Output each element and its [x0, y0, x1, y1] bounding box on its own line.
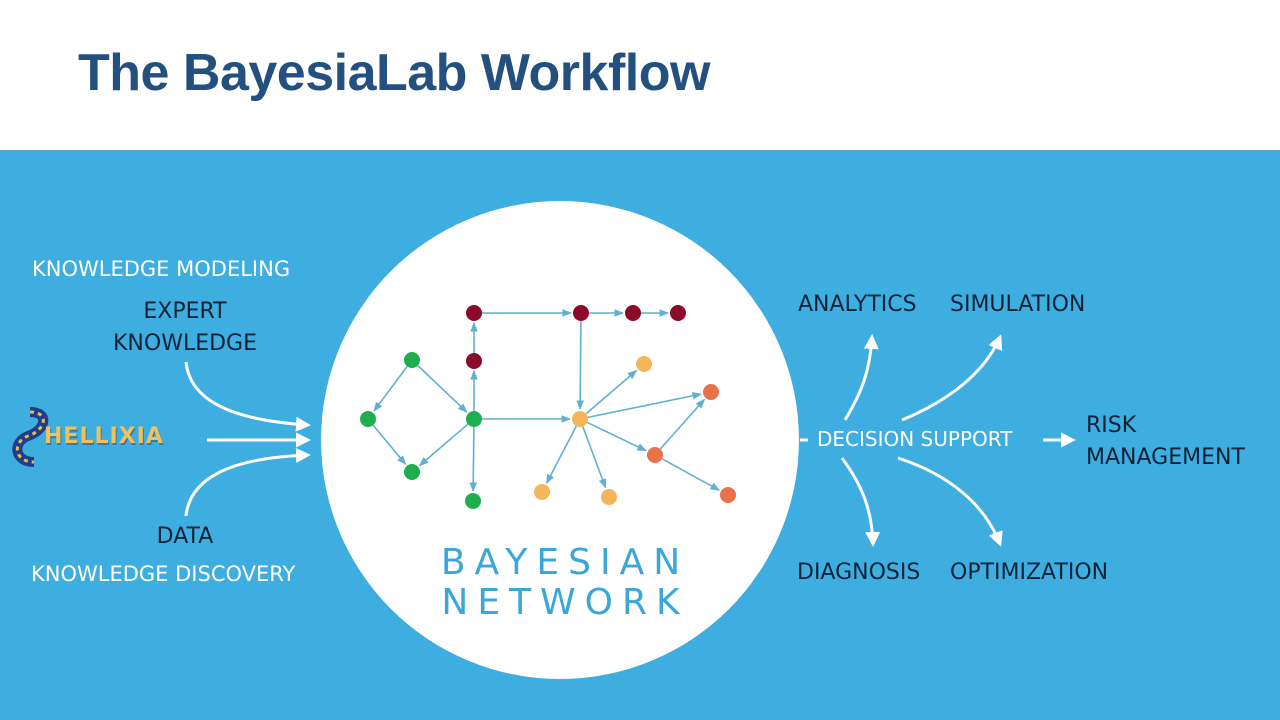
expert-knowledge-label: EXPERT KNOWLEDGE — [100, 296, 270, 360]
analytics-arrow — [843, 334, 879, 421]
network-edge-o2-o3 — [661, 458, 721, 491]
expert-knowledge-arrow — [184, 361, 311, 432]
simulation-label: SIMULATION — [950, 292, 1086, 317]
data-label: DATA — [156, 524, 214, 549]
risk-line-1: RISK — [1086, 413, 1137, 438]
bayesian-network-title: BAYESIAN NETWORK — [400, 543, 730, 623]
network-edge-g4-g3 — [418, 423, 469, 467]
network-node-g3 — [404, 464, 420, 480]
network-node-y1 — [572, 411, 588, 427]
network-node-g1 — [404, 352, 420, 368]
expert-line-2: KNOWLEDGE — [113, 331, 257, 356]
network-node-g4 — [466, 411, 482, 427]
network-node-o2 — [647, 447, 663, 463]
network-edge-y1-y3 — [545, 425, 578, 484]
knowledge-modeling-heading: KNOWLEDGE MODELING — [32, 257, 291, 281]
slide-header: The BayesiaLab Workflow — [0, 0, 1280, 150]
data-arrow — [184, 447, 311, 517]
knowledge-discovery-heading: KNOWLEDGE DISCOVERY — [31, 562, 296, 586]
network-node-y4 — [601, 489, 617, 505]
network-node-o1 — [703, 384, 719, 400]
simulation-arrow — [901, 334, 1003, 422]
hellixia-logo-mark — [12, 407, 49, 467]
diagnosis-label: DIAGNOSIS — [797, 560, 921, 585]
diagnosis-arrow — [840, 457, 881, 547]
network-node-g5 — [465, 493, 481, 509]
network-edge-g1-g4 — [417, 364, 468, 413]
network-edge-y1-o2 — [586, 421, 647, 452]
network-node-r5 — [670, 305, 686, 321]
optimization-arrow — [897, 456, 1003, 547]
network-nodes — [360, 305, 736, 509]
bn-line-2: NETWORK — [441, 582, 689, 623]
expert-line-1: EXPERT — [143, 299, 227, 324]
network-edge-y1-y2 — [585, 369, 638, 415]
input-arrows — [184, 361, 311, 517]
hellixia-logo: HELLIXIA — [44, 424, 164, 449]
network-node-r4 — [625, 305, 641, 321]
network-edge-y1-y4 — [582, 426, 607, 489]
network-node-o3 — [720, 487, 736, 503]
network-edges — [372, 309, 721, 492]
network-node-r2 — [466, 353, 482, 369]
network-edge-y1-o1 — [587, 392, 703, 419]
bn-line-1: BAYESIAN — [440, 542, 690, 583]
network-edge-g4-g5 — [469, 426, 478, 492]
network-node-r1 — [466, 305, 482, 321]
optimization-label: OPTIMIZATION — [950, 560, 1109, 585]
decision-support-label: DECISION SUPPORT — [817, 427, 1013, 451]
network-node-y3 — [534, 484, 550, 500]
network-edge-g1-g2 — [373, 365, 408, 412]
output-arrows — [800, 334, 1076, 547]
risk-line-2: MANAGEMENT — [1086, 445, 1245, 470]
network-node-r3 — [573, 305, 589, 321]
network-edge-g2-g3 — [372, 424, 407, 466]
network-edge-o2-o1 — [659, 398, 705, 450]
risk-management-label: RISK MANAGEMENT — [1086, 410, 1245, 474]
network-node-y2 — [636, 356, 652, 372]
analytics-label: ANALYTICS — [798, 292, 917, 317]
network-node-g2 — [360, 411, 376, 427]
slide-title: The BayesiaLab Workflow — [78, 44, 710, 102]
network-edge-r3-y1 — [576, 320, 585, 410]
